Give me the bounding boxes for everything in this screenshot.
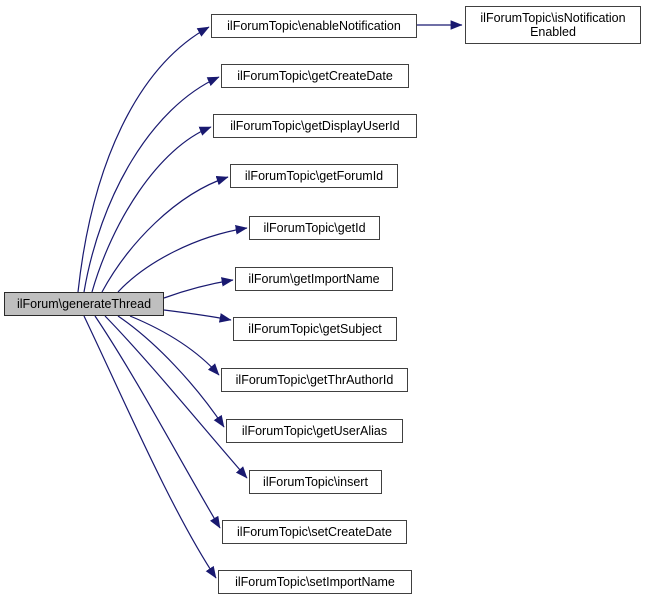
edge-generatethread-getsubject [163,309,232,323]
node-ilforumtopic-isnotificationenabled[interactable]: ilForumTopic\isNotification Enabled [465,6,641,44]
edge-generatethread-getid [117,225,248,293]
edge-generatethread-setcreatedate [94,315,221,529]
node-ilforumtopic-setimportname[interactable]: ilForumTopic\setImportName [218,570,412,594]
edge-generatethread-insert [104,315,248,479]
edge-generatethread-getcreatedate [83,76,220,293]
node-ilforumtopic-getcreatedate[interactable]: ilForumTopic\getCreateDate [221,64,409,88]
node-ilforumtopic-getuseralias[interactable]: ilForumTopic\getUserAlias [226,419,403,443]
edge-generatethread-getimportname [163,277,234,299]
node-ilforumtopic-getid[interactable]: ilForumTopic\getId [249,216,380,240]
node-ilforum-generatethread[interactable]: ilForum\generateThread [4,292,164,316]
node-ilforumtopic-getthrauthorid[interactable]: ilForumTopic\getThrAuthorId [221,368,408,392]
edge-generatethread-getdisplayuserid [91,126,212,293]
edge-generatethread-setimportname [83,315,217,579]
node-ilforum-getimportname[interactable]: ilForum\getImportName [235,267,393,291]
node-ilforumtopic-setcreatedate[interactable]: ilForumTopic\setCreateDate [222,520,407,544]
node-ilforumtopic-getsubject[interactable]: ilForumTopic\getSubject [233,317,397,341]
node-ilforumtopic-getdisplayuserid[interactable]: ilForumTopic\getDisplayUserId [213,114,417,138]
edge-generatethread-enablenotification [77,26,210,293]
edge-generatethread-getuseralias [117,315,225,428]
node-label-line: Enabled [530,25,576,39]
node-label-line: ilForumTopic\isNotification [480,10,626,25]
edge-generatethread-getthrauthorid [129,315,220,376]
node-ilforumtopic-enablenotification[interactable]: ilForumTopic\enableNotification [211,14,417,38]
node-ilforumtopic-getforumid[interactable]: ilForumTopic\getForumId [230,164,398,188]
edge-generatethread-getforumid [101,175,229,293]
node-ilforumtopic-insert[interactable]: ilForumTopic\insert [249,470,382,494]
